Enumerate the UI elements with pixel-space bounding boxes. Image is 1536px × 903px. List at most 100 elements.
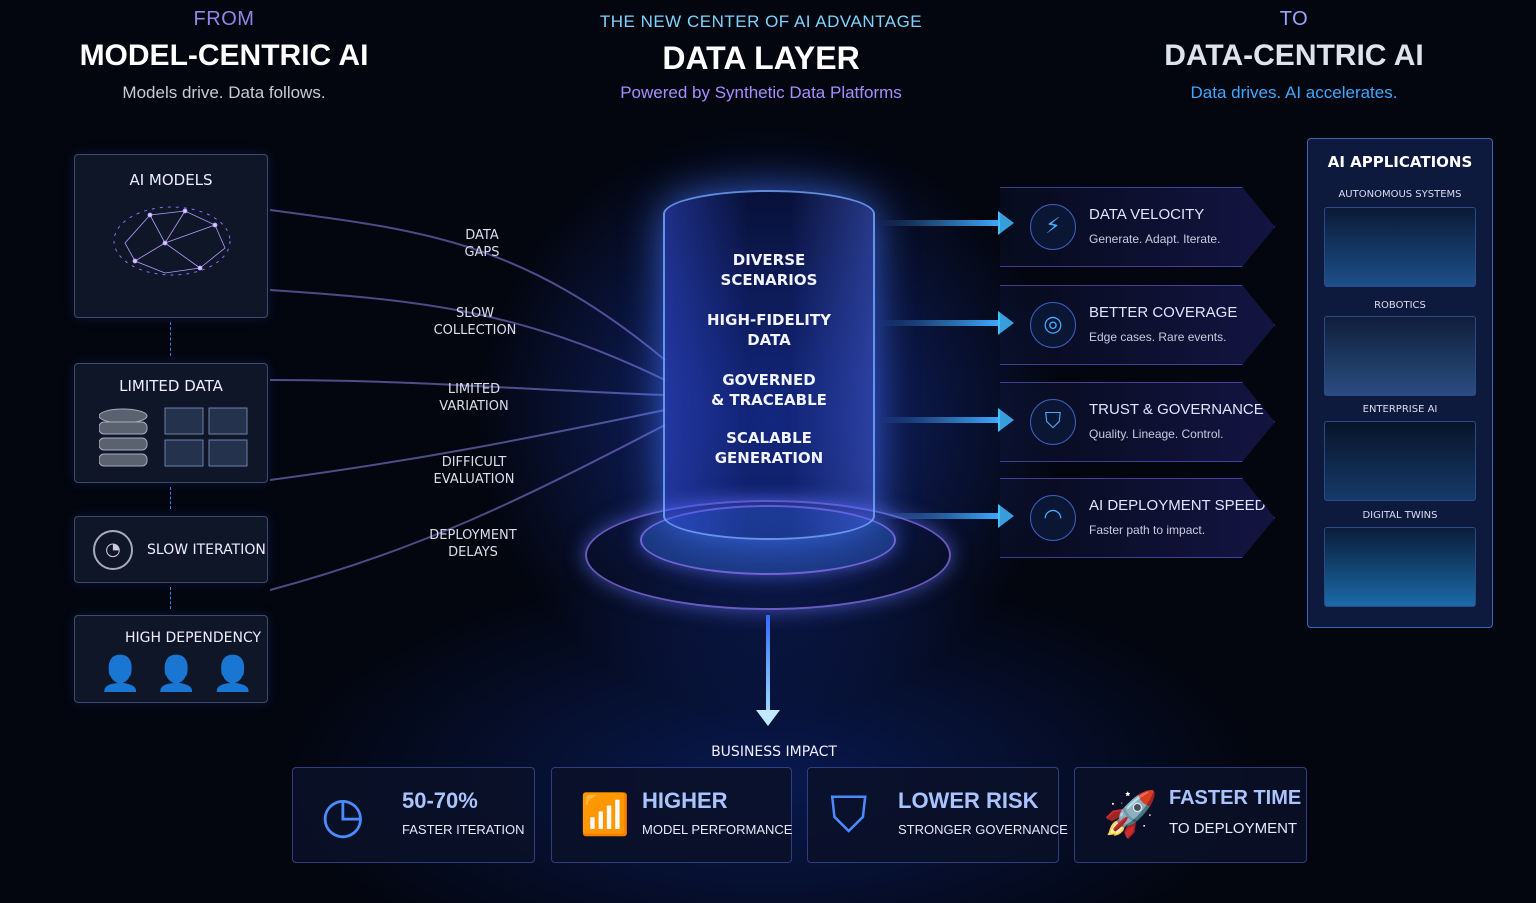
text-label: AI DEPLOYMENT SPEED bbox=[1089, 497, 1266, 514]
speedometer-icon: ◠ bbox=[1030, 495, 1076, 541]
text-label: FASTER ITERATION bbox=[402, 822, 525, 837]
business-impact-title: BUSINESS IMPACT bbox=[711, 744, 837, 760]
box-label: SLOW ITERATION bbox=[147, 542, 266, 558]
text-label: SCENARIOS bbox=[720, 271, 818, 289]
impact-card: 🚀 FASTER TIME TO DEPLOYMENT bbox=[1074, 767, 1307, 863]
high-dependency-box: HIGH DEPENDENCY 👤👤👤 bbox=[74, 615, 268, 703]
pain-point-slow-collection: SLOW COLLECTION bbox=[410, 305, 540, 339]
text-label: VARIATION bbox=[439, 399, 509, 414]
clock-icon: ◷ bbox=[321, 786, 365, 844]
text-label: COLLECTION bbox=[433, 323, 517, 338]
lightning-icon: ⚡ bbox=[1030, 204, 1076, 250]
people-icon: 👤👤👤 bbox=[99, 654, 269, 694]
pain-point-difficult-evaluation: DIFFICULT EVALUATION bbox=[409, 454, 539, 488]
slow-iteration-box: ◔ SLOW ITERATION bbox=[74, 516, 268, 583]
text-label: STRONGER GOVERNANCE bbox=[898, 822, 1068, 837]
text-label: GOVERNED bbox=[722, 371, 816, 389]
down-arrow bbox=[766, 615, 770, 715]
ai-models-box: AI MODELS bbox=[74, 154, 268, 318]
down-arrow-head bbox=[756, 710, 780, 726]
app-label: ROBOTICS bbox=[1374, 300, 1426, 311]
brain-network-icon bbox=[113, 206, 231, 276]
box-label: AI MODELS bbox=[129, 171, 213, 189]
left-header: FROM MODEL-CENTRIC AI Models drive. Data… bbox=[14, 8, 434, 103]
text-label: DATA bbox=[747, 331, 791, 349]
benefit-arrow bbox=[880, 408, 1014, 432]
text-label: EVALUATION bbox=[433, 472, 515, 487]
shield-icon: ⛉ bbox=[1030, 399, 1076, 445]
data-layer-cylinder: DIVERSE SCENARIOS HIGH-FIDELITY DATA GOVER… bbox=[663, 190, 875, 540]
text-label: Edge cases. Rare events. bbox=[1089, 330, 1227, 344]
app-label: AUTONOMOUS SYSTEMS bbox=[1338, 189, 1462, 200]
box-label: HIGH DEPENDENCY bbox=[125, 630, 262, 646]
clock-icon: ◔ bbox=[93, 530, 133, 570]
pain-point-deployment-delays: DEPLOYMENT DELAYS bbox=[408, 527, 538, 561]
text-label: Generate. Adapt. Iterate. bbox=[1089, 232, 1221, 246]
bar-chart-icon: 📶 bbox=[580, 792, 630, 838]
flow-arrow bbox=[170, 322, 174, 356]
benefit-data-velocity: ⚡ DATA VELOCITY Generate. Adapt. Iterate. bbox=[1000, 187, 1275, 267]
layer-item: GOVERNED & TRACEABLE bbox=[665, 370, 873, 410]
text-label: SLOW bbox=[455, 306, 495, 321]
text-label: DIFFICULT bbox=[441, 455, 507, 470]
benefit-arrow bbox=[880, 211, 1014, 235]
left-kicker: FROM bbox=[193, 8, 255, 30]
left-subtitle: Models drive. Data follows. bbox=[122, 83, 326, 102]
text-label: DIVERSE bbox=[732, 251, 806, 269]
flow-arrow bbox=[170, 487, 174, 509]
box-label: LIMITED DATA bbox=[119, 377, 223, 395]
database-icon bbox=[99, 407, 248, 467]
limited-data-box: LIMITED DATA bbox=[74, 363, 268, 483]
text-label: MODEL PERFORMANCE bbox=[642, 822, 793, 837]
text-label: DATA bbox=[465, 228, 499, 243]
text-label: DELAYS bbox=[448, 545, 498, 560]
text-label: LOWER RISK bbox=[898, 788, 1039, 813]
app-label: DIGITAL TWINS bbox=[1362, 510, 1438, 521]
text-label: BETTER COVERAGE bbox=[1089, 304, 1238, 321]
right-subtitle: Data drives. AI accelerates. bbox=[1190, 83, 1398, 102]
city-twin-image bbox=[1324, 527, 1476, 607]
data-streams bbox=[270, 209, 666, 591]
layer-item: HIGH-FIDELITY DATA bbox=[665, 310, 873, 350]
text-label: Faster path to impact. bbox=[1089, 523, 1206, 537]
autonomous-car-image bbox=[1324, 207, 1476, 287]
layer-item: DIVERSE SCENARIOS bbox=[665, 250, 873, 290]
benefit-arrow bbox=[880, 504, 1014, 528]
center-kicker: THE NEW CENTER OF AI ADVANTAGE bbox=[599, 12, 923, 31]
impact-card: ◷ 50-70% FASTER ITERATION bbox=[292, 767, 535, 863]
pain-point-data-gaps: DATA GAPS bbox=[417, 227, 547, 261]
rocket-icon: 🚀 bbox=[1103, 789, 1158, 840]
text-label: TO DEPLOYMENT bbox=[1169, 820, 1298, 837]
flow-arrow bbox=[170, 587, 174, 609]
text-label: FASTER TIME bbox=[1169, 787, 1302, 809]
benefit-arrow bbox=[880, 311, 1014, 335]
robot-arm-image bbox=[1324, 316, 1476, 396]
panel-title: AI APPLICATIONS bbox=[1327, 153, 1473, 171]
impact-card: ⛉ LOWER RISK STRONGER GOVERNANCE bbox=[807, 767, 1068, 863]
right-kicker: TO bbox=[1279, 8, 1309, 30]
text-label: GENERATION bbox=[714, 449, 824, 467]
shield-icon: ⛉ bbox=[830, 786, 868, 844]
target-icon: ◎ bbox=[1030, 302, 1076, 348]
center-title: DATA LAYER bbox=[662, 40, 860, 76]
text-label: Quality. Lineage. Control. bbox=[1089, 427, 1224, 441]
benefit-deployment-speed: ◠ AI DEPLOYMENT SPEED Faster path to impac… bbox=[1000, 478, 1275, 558]
text-label: 50-70% bbox=[402, 788, 478, 813]
benefit-trust-governance: ⛉ TRUST & GOVERNANCE Quality. Lineage. Con… bbox=[1000, 382, 1275, 462]
text-label: TRUST & GOVERNANCE bbox=[1089, 401, 1264, 418]
left-title: MODEL-CENTRIC AI bbox=[79, 39, 369, 72]
app-label: ENTERPRISE AI bbox=[1362, 404, 1438, 415]
text-label: HIGH-FIDELITY bbox=[707, 311, 831, 329]
benefit-better-coverage: ◎ BETTER COVERAGE Edge cases. Rare events. bbox=[1000, 285, 1275, 365]
text-label: GAPS bbox=[464, 245, 500, 260]
text-label: & TRACEABLE bbox=[711, 391, 827, 409]
center-header: THE NEW CENTER OF AI ADVANTAGE DATA LAYE… bbox=[561, 12, 961, 103]
text-label: SCALABLE bbox=[726, 429, 812, 447]
dashboard-image bbox=[1324, 421, 1476, 501]
right-header: TO DATA-CENTRIC AI Data drives. AI accel… bbox=[1084, 8, 1504, 103]
text-label: DEPLOYMENT bbox=[429, 528, 517, 543]
center-subtitle: Powered by Synthetic Data Platforms bbox=[620, 83, 902, 102]
text-label: DATA VELOCITY bbox=[1089, 206, 1205, 223]
